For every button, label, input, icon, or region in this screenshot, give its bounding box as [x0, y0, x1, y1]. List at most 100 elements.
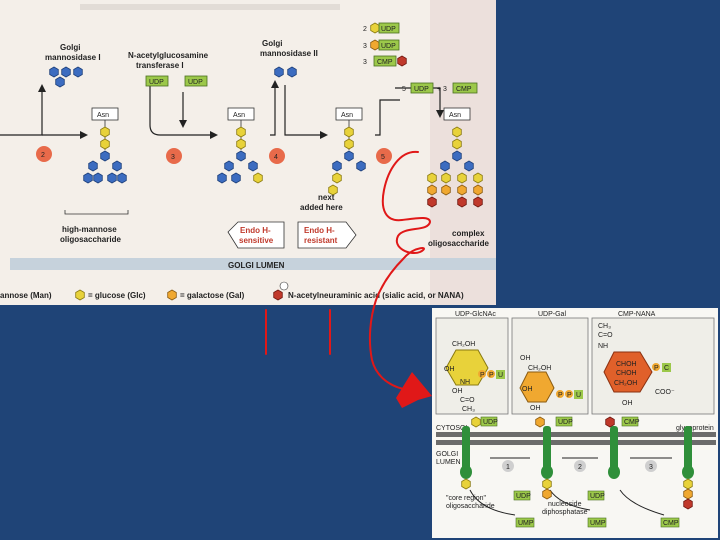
svg-text:NH: NH — [598, 343, 608, 350]
donor-cmp-nana: 3 CMP — [363, 55, 407, 67]
glycan-tree-stage-3: Asn — [217, 107, 263, 184]
transport-arrows — [469, 457, 672, 516]
svg-text:2: 2 — [578, 464, 582, 471]
svg-text:UDP: UDP — [516, 493, 531, 500]
transport-step-1: 1 — [502, 460, 514, 472]
transport-step-2: 2 — [574, 460, 586, 472]
enzyme-label-mannosidase1-line2: mannosidase I — [45, 53, 101, 62]
svg-text:2: 2 — [363, 26, 367, 33]
panel-title-udp-glcnac: UDP-GlcNAc — [455, 311, 496, 318]
svg-text:UDP: UDP — [381, 43, 396, 50]
svg-text:CH₂OH: CH₂OH — [528, 365, 551, 372]
svg-text:nucleoside: nucleoside — [548, 501, 582, 508]
svg-text:OH: OH — [522, 386, 533, 393]
step-circle-4: 4 — [269, 148, 285, 164]
svg-text:CH₂OH: CH₂OH — [452, 341, 475, 348]
high-mannose-label: high-mannose oligosaccharide — [60, 210, 129, 244]
svg-text:P: P — [489, 372, 494, 379]
cmp-nana-structure: CH₃ C=O NH CHOH CHOH CH₂OH COO⁻ OH P C — [598, 323, 675, 407]
svg-text:UMP: UMP — [590, 520, 606, 527]
svg-text:Endo H-: Endo H- — [240, 226, 271, 235]
glycan-tree-stage-4: Asn — [328, 107, 366, 196]
panel-title-udp-gal: UDP-Gal — [538, 311, 566, 318]
next-added-label: next added here — [300, 193, 343, 212]
svg-text:CH₃: CH₃ — [462, 406, 475, 413]
enzyme-label-mannosidase2-line2: mannosidase II — [260, 49, 318, 58]
svg-text:CMP: CMP — [624, 419, 640, 426]
svg-text:Endo H-: Endo H- — [304, 226, 335, 235]
svg-text:1: 1 — [506, 464, 510, 471]
svg-text:U: U — [576, 392, 581, 399]
svg-text:UDP: UDP — [590, 493, 605, 500]
svg-text:UDP: UDP — [149, 79, 164, 86]
svg-text:P: P — [480, 372, 485, 379]
golgi-lumen-label: GOLGI LUMEN — [228, 261, 285, 270]
svg-text:+ 3: + 3 — [437, 86, 447, 93]
svg-text:N-acetylneuraminic acid (siali: N-acetylneuraminic acid (sialic acid, or… — [288, 291, 464, 300]
svg-text:C=O: C=O — [460, 397, 475, 404]
svg-text:= galactose (Gal): = galactose (Gal) — [180, 291, 245, 300]
svg-text:5: 5 — [402, 86, 406, 93]
donor-equation: 5 UDP + 3 CMP — [402, 82, 478, 94]
svg-text:CH₃: CH₃ — [598, 323, 611, 330]
lumen-udp-1: UDP — [513, 490, 531, 501]
transport-step-3: 3 — [645, 460, 657, 472]
enzyme-label-mannosidase1-line1: Golgi — [60, 43, 80, 52]
donor-udp-glcnac: 2 UDP — [363, 22, 400, 34]
svg-text:next: next — [318, 193, 335, 202]
svg-text:oligosaccharide: oligosaccharide — [446, 503, 495, 510]
svg-text:C: C — [664, 365, 669, 372]
svg-text:4: 4 — [274, 154, 278, 161]
svg-text:CMP: CMP — [456, 86, 472, 93]
svg-text:P: P — [558, 392, 563, 399]
step-circle-2: 2 — [36, 146, 52, 162]
endo-h-sensitive-badge: Endo H- sensitive — [227, 221, 285, 249]
golgi-lumen-band — [10, 258, 496, 270]
svg-text:5: 5 — [381, 154, 385, 161]
svg-text:sensitive: sensitive — [239, 236, 274, 245]
complex-oligo-label: complex oligosaccharide — [428, 229, 489, 248]
svg-text:diphosphatase: diphosphatase — [542, 509, 588, 516]
cytosolic-donor-udp-1: UDP — [471, 416, 498, 428]
svg-text:Asn: Asn — [341, 112, 353, 119]
svg-text:oligosaccharide: oligosaccharide — [60, 235, 121, 244]
svg-text:COO⁻: COO⁻ — [655, 389, 675, 396]
cytosol-label: CYTOSOL — [436, 425, 469, 432]
svg-text:oligosaccharide: oligosaccharide — [428, 239, 489, 248]
svg-text:CH₂OH: CH₂OH — [614, 380, 637, 387]
svg-text:Asn: Asn — [97, 112, 109, 119]
udp-donor-1: UDP — [145, 75, 169, 87]
red-arrow-head — [396, 372, 432, 408]
cytosolic-donor-cmp: CMP — [605, 416, 640, 428]
udp-donor-2: UDP — [184, 75, 208, 87]
cytosolic-donor-udp-2: UDP — [535, 416, 573, 428]
svg-text:P: P — [654, 365, 659, 372]
svg-text:Asn: Asn — [233, 112, 245, 119]
glycan-tree-stage-5: Asn — [427, 107, 483, 208]
svg-text:UDP: UDP — [414, 86, 429, 93]
glycoprotein-label: glycoprotein — [676, 425, 714, 432]
svg-text:3: 3 — [363, 43, 367, 50]
svg-text:C=O: C=O — [598, 332, 613, 339]
svg-text:CHOH: CHOH — [616, 361, 637, 368]
svg-text:CMP: CMP — [663, 520, 679, 527]
svg-text:complex: complex — [452, 229, 485, 238]
panel-title-cmp-nana: CMP-NANA — [618, 311, 656, 318]
svg-text:"core region": "core region" — [446, 495, 487, 502]
svg-text:UDP: UDP — [188, 79, 203, 86]
enzyme-label-mannosidase2-line1: Golgi — [262, 39, 282, 48]
svg-text:= glucose (Glc): = glucose (Glc) — [88, 291, 146, 300]
svg-text:UDP: UDP — [558, 419, 573, 426]
arrow-heads — [38, 80, 444, 139]
legend: annose (Man) = glucose (Glc) = galactose… — [0, 281, 464, 301]
svg-text:3: 3 — [649, 464, 653, 471]
svg-text:3: 3 — [171, 154, 175, 161]
svg-text:OH: OH — [444, 366, 455, 373]
transporters — [460, 426, 694, 479]
svg-text:P: P — [567, 392, 572, 399]
step-circle-5: 5 — [376, 148, 392, 164]
svg-text:UDP: UDP — [483, 419, 498, 426]
enzyme-label-transferase1-line1: N-acetylglucosamine — [128, 51, 209, 60]
svg-text:OH: OH — [520, 355, 531, 362]
